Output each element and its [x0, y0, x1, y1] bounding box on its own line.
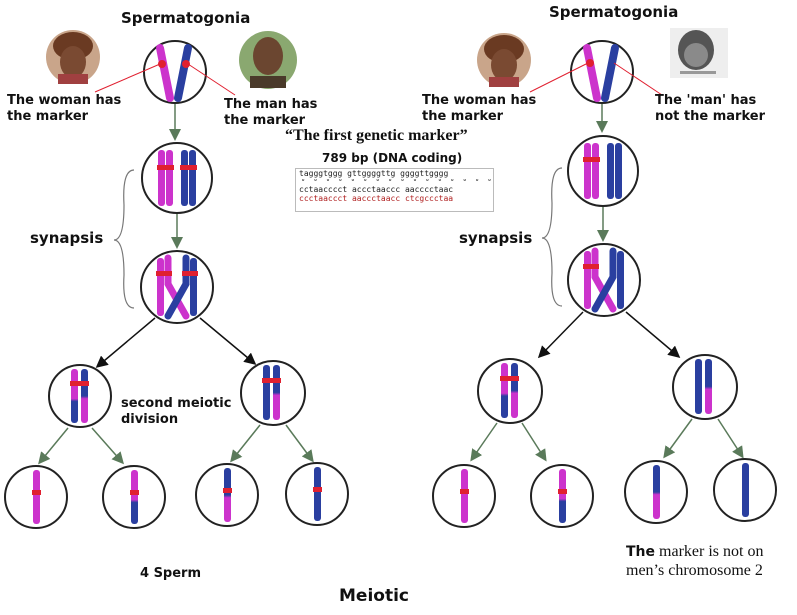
right-title: Spermatogonia	[549, 3, 679, 21]
right-man-label-1: The 'man' has	[655, 93, 757, 108]
sperm-cell-right-1	[432, 464, 496, 528]
marker-pointer-woman-left	[94, 63, 161, 93]
arrow-right-3b	[625, 311, 681, 358]
arrow-left-3b	[199, 317, 257, 365]
arrow-left-3a	[95, 317, 156, 368]
marker-note-bold: The	[626, 544, 656, 560]
arrow-left-4c	[230, 424, 261, 463]
woman-portrait-left	[46, 30, 100, 84]
spermatogonia-cell-left	[143, 40, 207, 104]
division-label-1: second meiotic	[121, 396, 232, 411]
right-man-label-2: not the marker	[655, 109, 765, 124]
dna-sequence-line-2: cctaacccct accctaaccc aacccctaac	[299, 184, 454, 194]
sperm-count-label: 4 Sperm	[140, 566, 202, 581]
right-woman-label-1: The woman has	[422, 93, 537, 108]
left-woman-label-2: the marker	[7, 109, 89, 124]
right-synapsis-label: synapsis	[459, 229, 533, 247]
left-synapsis-label: synapsis	[30, 229, 104, 247]
left-man-label-1: The man has	[224, 97, 318, 112]
dna-sequence-box: tagggtggg gttggggttg ggggttgggg ° ° ° ° …	[295, 168, 494, 212]
dna-sequence-line-3: ccctaaccct aaccctaacc ctcgccctaa	[299, 194, 454, 203]
sperm-cell-right-2	[530, 464, 594, 528]
synapsis-cell-2-left	[140, 250, 214, 324]
sperm-cell-left-1	[4, 465, 68, 529]
arrow-right-4a	[470, 422, 498, 462]
secondary-cell-right-a	[477, 358, 543, 424]
synapsis-bracket-left	[113, 169, 135, 309]
woman-portrait-right	[477, 33, 531, 87]
secondary-cell-left-a	[48, 364, 112, 428]
sperm-cell-left-4	[285, 462, 349, 526]
arrow-right-4b	[521, 422, 547, 462]
arrow-left-4a	[38, 427, 69, 465]
left-woman-label-1: The woman has	[7, 93, 122, 108]
synapsis-bracket-right	[541, 167, 563, 307]
marker-note-line-2: men’s chromosome 2	[626, 562, 763, 579]
marker-pointer-man-right	[613, 62, 663, 96]
sperm-cell-right-4	[713, 458, 777, 522]
marker-note-line-1: The marker is not on	[626, 543, 764, 561]
hominid-portrait-right	[670, 28, 728, 78]
arrow-right-4d	[717, 418, 744, 459]
right-woman-label-2: the marker	[422, 109, 504, 124]
synapsis-cell-1-right	[567, 135, 639, 207]
marker-note-text: marker is not on	[655, 543, 764, 560]
arrow-right-4c	[663, 418, 693, 459]
arrow-left-4d	[285, 424, 314, 463]
arrow-left-4b	[91, 427, 124, 465]
synapsis-cell-2-right	[567, 243, 641, 317]
sperm-cell-left-3	[195, 463, 259, 527]
sperm-cell-left-2	[102, 465, 166, 529]
footer-caption: Meiotic	[339, 586, 409, 606]
marker-pointer-man-left	[187, 63, 236, 96]
dna-sequence-dots: ° ° ° ° ° ° ° ° ° ° ° ° ° ° ° ° ° ° ° °	[301, 178, 493, 185]
man-portrait-left	[239, 31, 297, 89]
right-panel	[432, 28, 777, 528]
center-heading: “The first genetic marker”	[285, 127, 468, 144]
secondary-cell-right-b	[672, 354, 738, 420]
synapsis-cell-1-left	[141, 142, 213, 214]
left-man-label-2: the marker	[224, 113, 306, 128]
division-label-2: division	[121, 412, 179, 427]
dna-sequence-line-1: tagggtggg gttggggttg ggggttgggg	[299, 169, 449, 178]
sperm-cell-right-3	[624, 460, 688, 524]
marker-pointer-woman-right	[529, 62, 589, 93]
secondary-cell-left-b	[240, 360, 306, 426]
spermatogonia-cell-right	[570, 40, 634, 104]
left-panel	[4, 30, 349, 529]
left-title: Spermatogonia	[121, 9, 251, 27]
arrow-right-3a	[537, 311, 584, 359]
center-subheading: 789 bp (DNA coding)	[322, 151, 463, 165]
